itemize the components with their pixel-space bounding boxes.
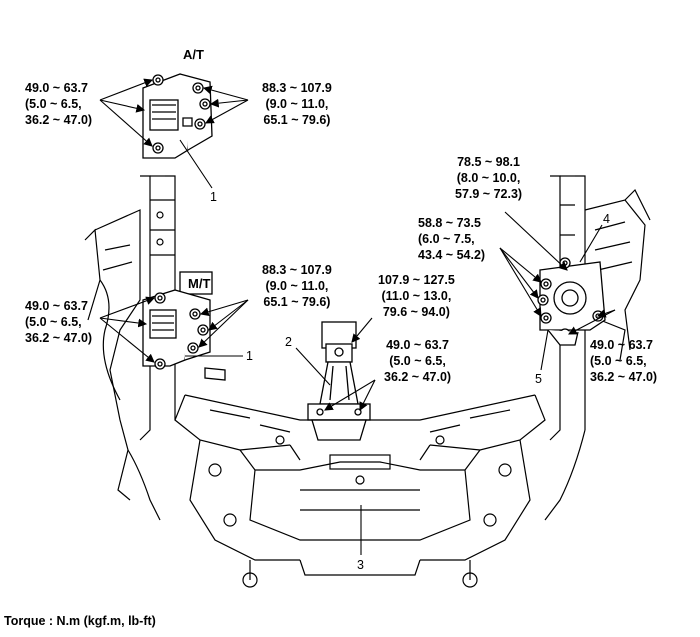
callout-1-mt: 1 <box>246 349 253 363</box>
torque-units-footer: Torque : N.m (kgf.m, lb-ft) <box>4 614 156 628</box>
torque-at-left: 49.0 ~ 63.7(5.0 ~ 6.5,36.2 ~ 47.0) <box>25 81 93 127</box>
callout-4: 4 <box>603 212 610 226</box>
at-mount-drawing <box>142 73 213 159</box>
callout-5: 5 <box>535 372 542 386</box>
callout-2: 2 <box>285 335 292 349</box>
at-header: A/T <box>183 47 204 62</box>
torque-at-right: 88.3 ~ 107.9(9.0 ~ 11.0,65.1 ~ 79.6) <box>262 81 332 127</box>
torque-roll-stop-bottom: 49.0 ~ 63.7(5.0 ~ 6.5,36.2 ~ 47.0) <box>384 338 452 384</box>
subframe <box>174 394 546 588</box>
callout-3: 3 <box>357 558 364 572</box>
torque-engine-top: 78.5 ~ 98.1(8.0 ~ 10.0,57.9 ~ 72.3) <box>455 155 523 201</box>
callout-1-at: 1 <box>210 190 217 204</box>
mt-header: M/T <box>188 276 211 291</box>
torque-roll-stop-top: 107.9 ~ 127.5(11.0 ~ 13.0,79.6 ~ 94.0) <box>378 273 455 319</box>
torque-mt-right: 88.3 ~ 107.9(9.0 ~ 11.0,65.1 ~ 79.6) <box>262 263 332 309</box>
torque-mt-left: 49.0 ~ 63.7(5.0 ~ 6.5,36.2 ~ 47.0) <box>25 299 93 345</box>
leader-lines <box>99 78 616 555</box>
mt-mount-drawing <box>142 271 226 381</box>
roll-stop-drawing <box>307 321 371 441</box>
torque-engine-mid: 58.8 ~ 73.5(6.0 ~ 7.5,43.4 ~ 54.2) <box>418 216 486 262</box>
torque-engine-bottom: 49.0 ~ 63.7(5.0 ~ 6.5,36.2 ~ 47.0) <box>590 338 658 384</box>
